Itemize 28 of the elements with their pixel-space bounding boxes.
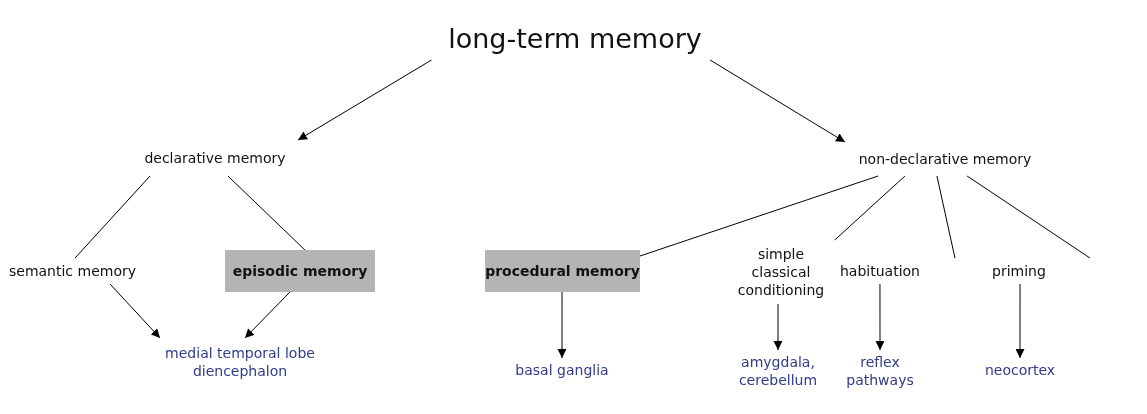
- brain-region-label: basal ganglia: [515, 360, 609, 380]
- highlighted-label-box: procedural memory: [485, 250, 640, 292]
- arrow: [557, 291, 567, 359]
- connector-line: [639, 175, 879, 257]
- root-label: long-term memory: [448, 22, 702, 57]
- brain-region-label: medial temporal lobe diencephalon: [164, 343, 316, 381]
- memory-type-label: semantic memory: [9, 261, 136, 281]
- memory-type-label: simple classical conditioning: [736, 244, 826, 300]
- memory-type-label: declarative memory: [144, 148, 286, 168]
- highlighted-label-box: episodic memory: [225, 250, 375, 292]
- connector-line: [227, 175, 306, 251]
- connector-line: [936, 175, 956, 259]
- arrow: [297, 59, 432, 141]
- brain-region-label: neocortex: [984, 360, 1056, 380]
- memory-type-label: priming: [992, 261, 1046, 281]
- brain-region-label: reflex pathways: [845, 352, 915, 390]
- connector-line: [834, 175, 906, 241]
- arrow: [875, 283, 885, 351]
- arrow: [109, 283, 161, 339]
- connector-line: [74, 175, 151, 259]
- memory-type-label: non-declarative memory: [858, 149, 1032, 169]
- arrow: [1015, 283, 1025, 359]
- brain-region-label: amygdala, cerebellum: [737, 352, 819, 390]
- memory-type-label: habituation: [840, 261, 920, 281]
- connector-line: [966, 175, 1091, 259]
- arrow: [244, 291, 291, 339]
- arrow: [773, 303, 783, 351]
- arrow: [709, 59, 846, 143]
